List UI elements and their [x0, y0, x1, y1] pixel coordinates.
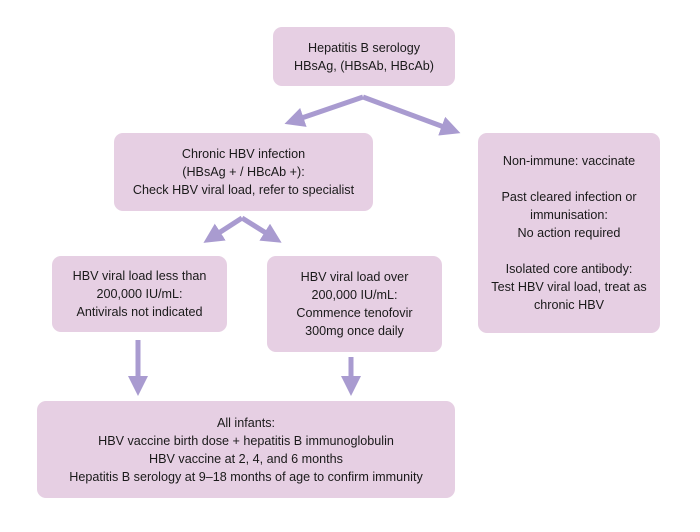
node-hepatitis-b-serology: Hepatitis B serology HBsAg, (HBsAb, HBcA… [273, 27, 455, 86]
node-text: (HBsAg + / HBcAb +): [182, 165, 305, 179]
node-text: 200,000 IU/mL: [311, 288, 398, 302]
node-text: Past cleared infection or [501, 190, 637, 204]
node-viral-load-high: HBV viral load over 200,000 IU/mL: Comme… [267, 256, 442, 352]
node-text: chronic HBV [534, 298, 604, 312]
node-text: 200,000 IU/mL: [96, 287, 183, 301]
node-text: Isolated core antibody: [505, 262, 633, 276]
node-text: 300mg once daily [305, 324, 404, 338]
node-text: Commence tenofovir [296, 306, 413, 320]
node-text: Hepatitis B serology at 9–18 months of a… [69, 469, 423, 484]
node-text: Non-immune: vaccinate [502, 154, 636, 168]
node-text: All infants: [216, 415, 276, 430]
node-text: Hepatitis B serology [308, 40, 420, 55]
arrow-serology-to-chronic [284, 94, 364, 127]
node-all-infants: All infants: HBV vaccine birth dose + he… [37, 401, 455, 498]
node-viral-load-low: HBV viral load less than 200,000 IU/mL: … [52, 256, 227, 332]
arrow-chronic-to-low [203, 215, 244, 243]
arrow-serology-to-other [362, 94, 461, 136]
node-text: Test HBV viral load, treat as [491, 280, 647, 294]
node-text: HBsAg, (HBsAb, HBcAb) [294, 58, 434, 73]
node-text: HBV vaccine birth dose + hepatitis B imm… [98, 433, 394, 448]
node-text: immunisation: [530, 208, 608, 222]
node-text: HBV vaccine at 2, 4, and 6 months [149, 451, 343, 466]
node-chronic-hbv-infection: Chronic HBV infection (HBsAg + / HBcAb +… [114, 133, 373, 211]
arrow-chronic-to-high [240, 215, 282, 243]
node-text: Antivirals not indicated [76, 305, 203, 319]
node-text: HBV viral load less than [72, 269, 207, 283]
node-text: Chronic HBV infection [181, 147, 306, 161]
node-text: HBV viral load over [300, 270, 409, 284]
node-other-serology-outcomes: Non-immune: vaccinate Past cleared infec… [478, 133, 660, 333]
node-text: No action required [517, 226, 621, 240]
node-text: Check HBV viral load, refer to specialis… [132, 183, 355, 197]
